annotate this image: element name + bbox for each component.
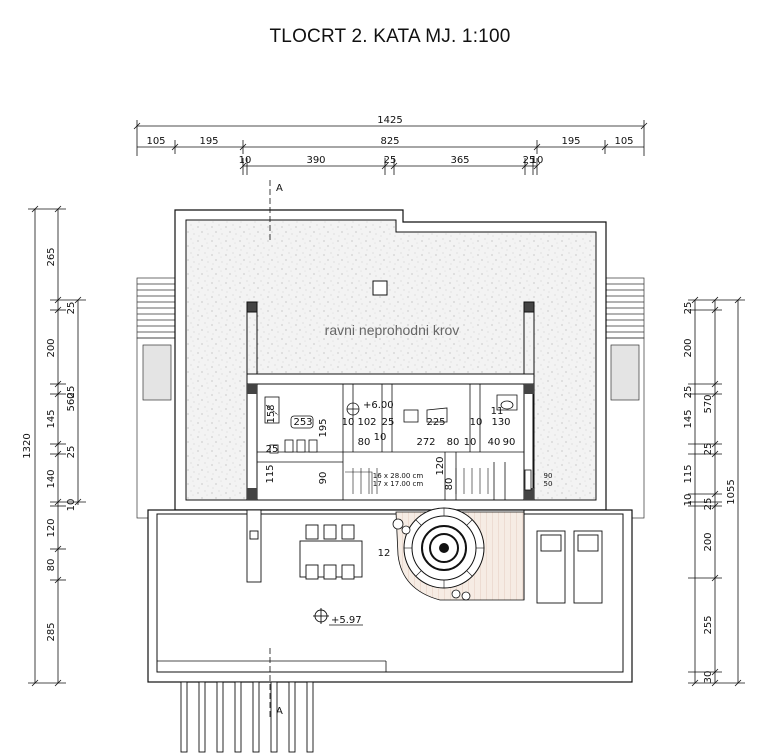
dim-label: 105 [614, 136, 633, 147]
dim-label: 10 [683, 494, 694, 507]
dim-label: 80 [447, 437, 460, 448]
dim-label: 25 [382, 417, 395, 428]
terrace: 12 +5.97 [147, 507, 633, 683]
dim-label: 560 [66, 392, 77, 411]
level-mark-upper: +6.00 [363, 400, 394, 411]
room-number: 12 [378, 548, 391, 559]
dim-label: 90 [503, 437, 516, 448]
dim-label: 145 [46, 409, 57, 428]
left-pergola [136, 277, 176, 519]
right-pergola [605, 277, 645, 519]
dim-label: 25 [66, 302, 77, 315]
dim-label: 145 [683, 409, 694, 428]
right-dimensions [688, 296, 745, 687]
dim-label: 195 [199, 136, 218, 147]
dim-label: 120 [435, 456, 446, 475]
dim-label: 200 [683, 338, 694, 357]
section-marker-top: A [276, 183, 283, 194]
dim-label: 1055 [726, 479, 737, 504]
dim-total-width: 1425 [377, 115, 402, 126]
dim-label: 195 [561, 136, 580, 147]
dim-label: 105 [146, 136, 165, 147]
dim-label: 10 [239, 155, 252, 166]
dim-total-height: 1320 [22, 433, 33, 458]
entrance-posts [180, 681, 314, 753]
level-symbol [313, 608, 329, 624]
dim-label: 195 [318, 418, 329, 437]
dim-label: 90 [318, 472, 329, 485]
interior-dimension-labels: 253 10 102 25 225 10 130 11 195 158 80 1… [265, 404, 552, 530]
dim-label: 25 [683, 386, 694, 399]
dim-label: 10 [470, 417, 483, 428]
dim-label: 225 [426, 417, 445, 428]
dim-label: 265 [46, 247, 57, 266]
dim-label: 80 [444, 478, 455, 491]
dim-label: 200 [703, 532, 714, 551]
dim-label: 365 [450, 155, 469, 166]
level-label-terrace: +5.97 [331, 615, 362, 626]
dim-label: 11 [491, 406, 504, 417]
dim-label: 25 [523, 155, 536, 166]
dim-label: 10 [374, 432, 387, 443]
dim-label: 115 [683, 464, 694, 483]
dim-label: 40 [488, 437, 501, 448]
roof-label: ravni neprohodni krov [325, 322, 460, 338]
dim-label: 25 [384, 155, 397, 166]
top-dimension-labels: 1425 105 195 825 195 105 10 390 25 365 2… [146, 115, 633, 166]
left-dimensions [28, 205, 86, 687]
level-label: +6.00 [363, 400, 394, 411]
dim-label: 25 [703, 443, 714, 456]
dim-label: 80 [46, 559, 57, 572]
dim-label: 10 [531, 155, 544, 166]
stair-note: 16 x 28.00 cm [373, 472, 424, 480]
dim-label: 140 [46, 469, 57, 488]
dim-label: 10 [464, 437, 477, 448]
dim-label: 390 [306, 155, 325, 166]
dim-label: 25 [683, 302, 694, 315]
dim-label: 570 [703, 394, 714, 413]
dim-label: 10 [66, 499, 77, 512]
dim-label: 285 [46, 622, 57, 641]
dim-label: 80 [358, 437, 371, 448]
dim-label: 255 [703, 615, 714, 634]
dim-label: 25 [703, 498, 714, 511]
dim-label: 25 [66, 386, 77, 399]
dim-label: 272 [416, 437, 435, 448]
stair-note: 17 x 17.00 cm [373, 480, 424, 488]
dim-label: 10 [342, 417, 355, 428]
dim-label: 130 [491, 417, 510, 428]
dim-label: 102 [357, 417, 376, 428]
dim-label: 120 [46, 518, 57, 537]
dim-label: 825 [380, 136, 399, 147]
dim-label: 25 [66, 446, 77, 459]
right-dimension-labels: 1055 570 25 200 25 145 25 115 10 25 200 … [683, 302, 737, 684]
building-core [246, 301, 535, 501]
left-dimension-labels: 1320 560 265 25 200 25 145 25 140 10 120… [22, 247, 77, 641]
dim-label: 50 [544, 480, 553, 488]
top-dimensions [133, 120, 648, 175]
dim-label: 200 [46, 338, 57, 357]
dim-label: 115 [265, 464, 276, 483]
dim-label: 158 [266, 404, 277, 423]
drawing-title: TLOCRT 2. KATA MJ. 1:100 [269, 26, 511, 47]
dim-label: 30 [703, 671, 714, 684]
dining-set [246, 509, 363, 583]
roof-hatch [372, 280, 388, 296]
dim-label: 90 [544, 472, 553, 480]
dim-label: 253 [293, 417, 312, 428]
dim-label: 25 [266, 444, 279, 455]
section-marker-bottom: A [276, 706, 283, 717]
